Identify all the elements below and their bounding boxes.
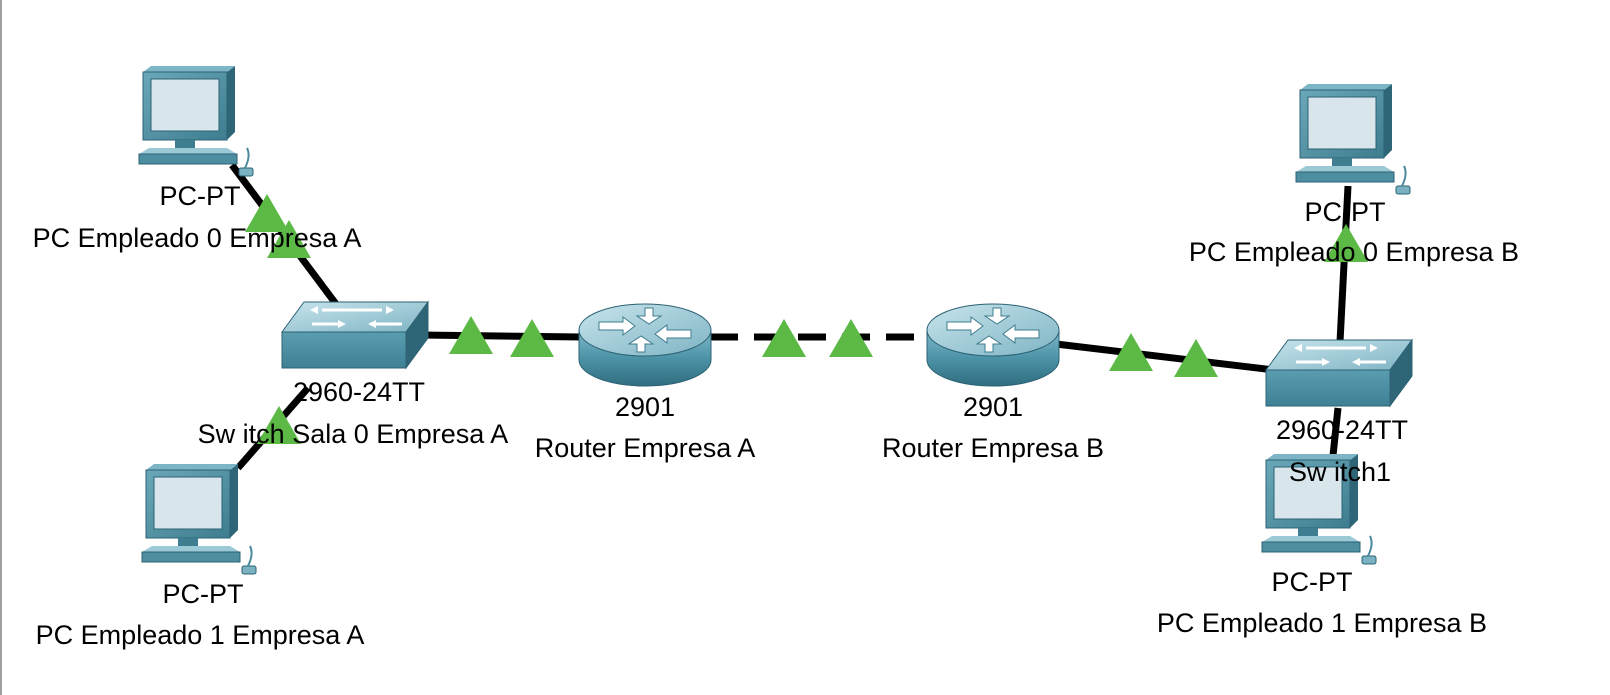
pc-a0-model-label: PC-PT [159,181,241,211]
router-a-icon[interactable] [578,303,712,387]
pc-a1-name-label: PC Empleado 1 Empresa A [35,620,365,650]
pc-a0-icon[interactable] [138,65,254,177]
router-b-name-label: Router Empresa B [881,433,1105,463]
pc-b0-name-label: PC Empleado 0 Empresa B [1188,237,1520,267]
switch-a-model-label: 2960-24TT [292,377,426,407]
link-switch-b-pc-b0[interactable] [1336,185,1352,343]
link-router-b-switch-b[interactable] [1055,340,1275,374]
pc-a1-icon[interactable] [141,463,257,575]
link-switch-a-router-a[interactable] [419,331,583,341]
pc-b1-name-label: PC Empleado 1 Empresa B [1156,608,1488,638]
pc-b0-model-label: PC-PT [1304,197,1386,227]
pc-b0-icon[interactable] [1295,83,1411,195]
pc-a0-name-label: PC Empleado 0 Empresa A [32,223,362,253]
switch-a-icon[interactable] [280,300,430,370]
router-b-icon[interactable] [926,303,1060,387]
router-a-name-label: Router Empresa A [534,433,756,463]
switch-b-model-label: 2960-24TT [1275,415,1409,445]
pc-b1-model-label: PC-PT [1271,567,1353,597]
router-b-model-label: 2901 [962,392,1024,422]
switch-b-icon[interactable] [1264,338,1414,408]
switch-b-name-label: Sw itch1 [1288,457,1392,487]
workspace-border [0,0,2,695]
router-a-model-label: 2901 [614,392,676,422]
pc-a1-model-label: PC-PT [162,579,244,609]
switch-a-name-label: Sw itch Sala 0 Empresa A [197,419,509,449]
